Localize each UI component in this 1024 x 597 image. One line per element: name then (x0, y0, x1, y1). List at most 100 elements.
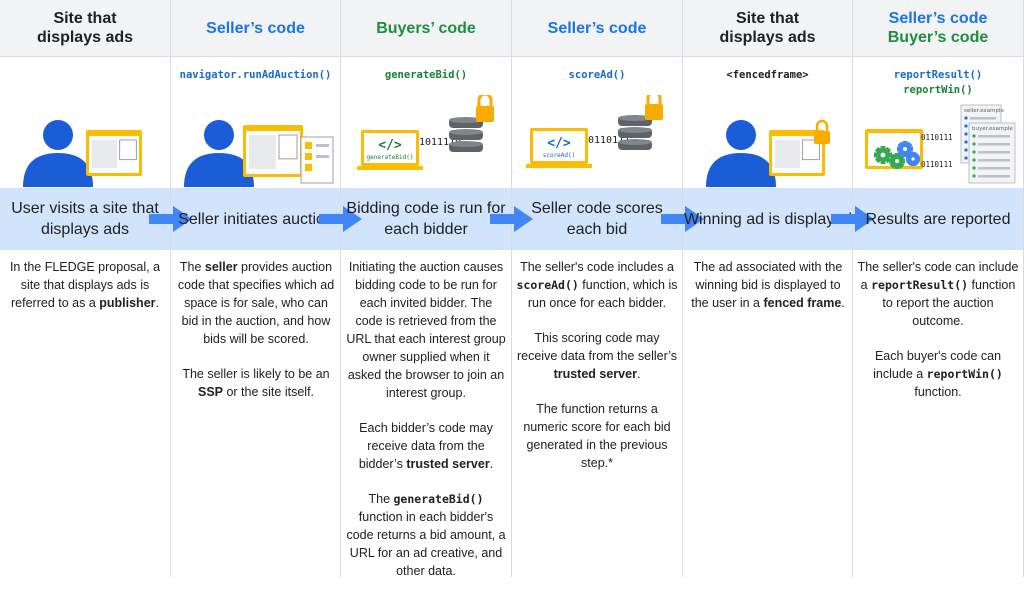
bold-term: publisher (99, 296, 156, 310)
seller-panel-label: seller.example (964, 108, 1004, 114)
code-laptop-icon: </>scoreAd() (526, 128, 592, 168)
binary-stream: 0110111 (921, 160, 953, 169)
header-line: displays ads (719, 29, 816, 46)
text-run: . (636, 367, 641, 381)
function-names: navigator.runAdAuction() (171, 68, 340, 83)
column-header: Site that displays ads (0, 0, 170, 57)
description-paragraph: The seller's code includes a scoreAd() f… (516, 258, 678, 312)
text-run: function to report the auction outcome. (882, 278, 1016, 328)
text-run: The seller's code can include a (857, 260, 1019, 292)
person-head-icon (43, 120, 73, 150)
inline-code: reportResult() (871, 278, 969, 292)
illustration-seller-code-score: </>scoreAd()0110111 (526, 95, 663, 168)
buyer-panel-label: buyer.example (972, 126, 1013, 132)
description-paragraph: Initiating the auction causes bidding co… (345, 258, 507, 402)
gear-icon (897, 141, 913, 157)
step-description: The ad associated with the winning bid i… (683, 258, 853, 329)
header-line: displays ads (36, 29, 134, 46)
column-header: Site that displays ads (683, 0, 852, 57)
text-run: provides auction code that specifies whi… (177, 260, 335, 346)
function-names: <fencedframe> (683, 68, 852, 83)
database-lock-icon (618, 95, 663, 150)
text-run: function in each bidder's code returns a… (346, 510, 506, 578)
fenced-frame-page-icon (769, 130, 825, 176)
illustration-site-displays-winner (706, 119, 830, 187)
function-names: generateBid() (341, 68, 511, 83)
text-run: function, which is run once for each bid… (527, 278, 678, 310)
function-name: generateBid() (384, 69, 468, 81)
header-line: Site that (735, 10, 800, 27)
text-run: The (179, 260, 205, 274)
description-paragraph: This scoring code may receive data from … (516, 329, 678, 383)
function-name: reportWin() (903, 84, 973, 96)
step-label: Winning ad is displayed (683, 210, 853, 228)
header-line: Buyer’s code (887, 29, 989, 46)
gear-icon (874, 146, 892, 164)
lock-icon (814, 119, 830, 144)
person-head-icon (726, 120, 756, 150)
flow-arrow-icon (661, 206, 704, 232)
header-line: Seller’s code (547, 19, 647, 37)
text-run: . (489, 457, 494, 471)
column-header: Seller’s code (512, 0, 682, 57)
step-label: Bidding code is run for each bidder (346, 200, 506, 238)
description-paragraph: Each buyer's code can include a reportWi… (857, 347, 1019, 401)
flow-arrow-icon (831, 206, 874, 232)
column-header: Seller’s code (171, 0, 340, 57)
bold-term: seller (204, 260, 238, 274)
text-run: Each bidder’s code may receive data from… (358, 421, 493, 471)
function-name: <fencedframe> (726, 69, 809, 81)
illustration-buyers-code-bid: </>generateBid()1011110 (357, 95, 494, 170)
binary-stream: 0110111 (921, 133, 953, 142)
text-run: In the FLEDGE proposal, a site that disp… (9, 260, 161, 310)
svg-text:</>: </> (547, 136, 571, 151)
description-paragraph: The generateBid() function in each bidde… (345, 490, 507, 580)
inline-code: scoreAd() (516, 278, 579, 292)
ad-slots-panel-icon (300, 136, 334, 184)
gear-icon (906, 152, 920, 166)
text-run: This scoring code may receive data from … (516, 331, 678, 363)
step-description: The seller's code can include a reportRe… (853, 258, 1023, 418)
step-description: In the FLEDGE proposal, a site that disp… (0, 258, 170, 329)
function-name: reportResult() (893, 69, 983, 81)
text-run: Each buyer's code can include a (873, 349, 1002, 381)
code-function-label: scoreAd() (543, 152, 576, 159)
person-body-icon (23, 153, 93, 187)
database-lock-icon (449, 95, 494, 152)
step-label: Seller code scores each bid (531, 200, 663, 238)
function-name: scoreAd() (568, 69, 626, 81)
lock-icon (645, 95, 663, 120)
column-header: Buyers’ code (341, 0, 511, 57)
gear-icon (889, 153, 905, 169)
person-head-icon (204, 120, 234, 150)
text-run: . (155, 296, 159, 310)
person-body-icon (706, 153, 776, 187)
description-paragraph: In the FLEDGE proposal, a site that disp… (4, 258, 166, 312)
text-run: The ad associated with the winning bid i… (691, 260, 843, 310)
column-site-displays-winner: Site that displays ads <fencedframe> (683, 0, 853, 577)
text-run: The (368, 492, 394, 506)
function-names: reportResult() reportWin() (853, 68, 1023, 98)
column-seller-code-auction: Seller’s code navigator.runAdAuction() (171, 0, 341, 577)
buyer-panel: buyer.example (968, 122, 1016, 184)
person-body-icon (184, 153, 254, 187)
text-run: function. (914, 385, 962, 399)
text-run: or the site itself. (223, 385, 315, 399)
inline-code: generateBid() (393, 492, 484, 506)
svg-text:</>: </> (378, 138, 402, 153)
illustration-site-displays-ads (23, 120, 142, 187)
binary-stream: 1011110 (419, 137, 461, 148)
flow-arrow-icon (490, 206, 533, 232)
header-line: Site that (53, 10, 117, 27)
function-name: navigator.runAdAuction() (179, 69, 332, 81)
code-laptop-icon: </>generateBid() (357, 130, 423, 170)
flow-arrow-icon (319, 206, 362, 232)
header-line: Seller’s code (888, 10, 988, 27)
header-line: Buyers’ code (376, 19, 476, 37)
step-label: Results are reported (865, 210, 1011, 228)
code-function-label: generateBid() (367, 154, 414, 161)
bold-term: trusted server (553, 367, 637, 381)
